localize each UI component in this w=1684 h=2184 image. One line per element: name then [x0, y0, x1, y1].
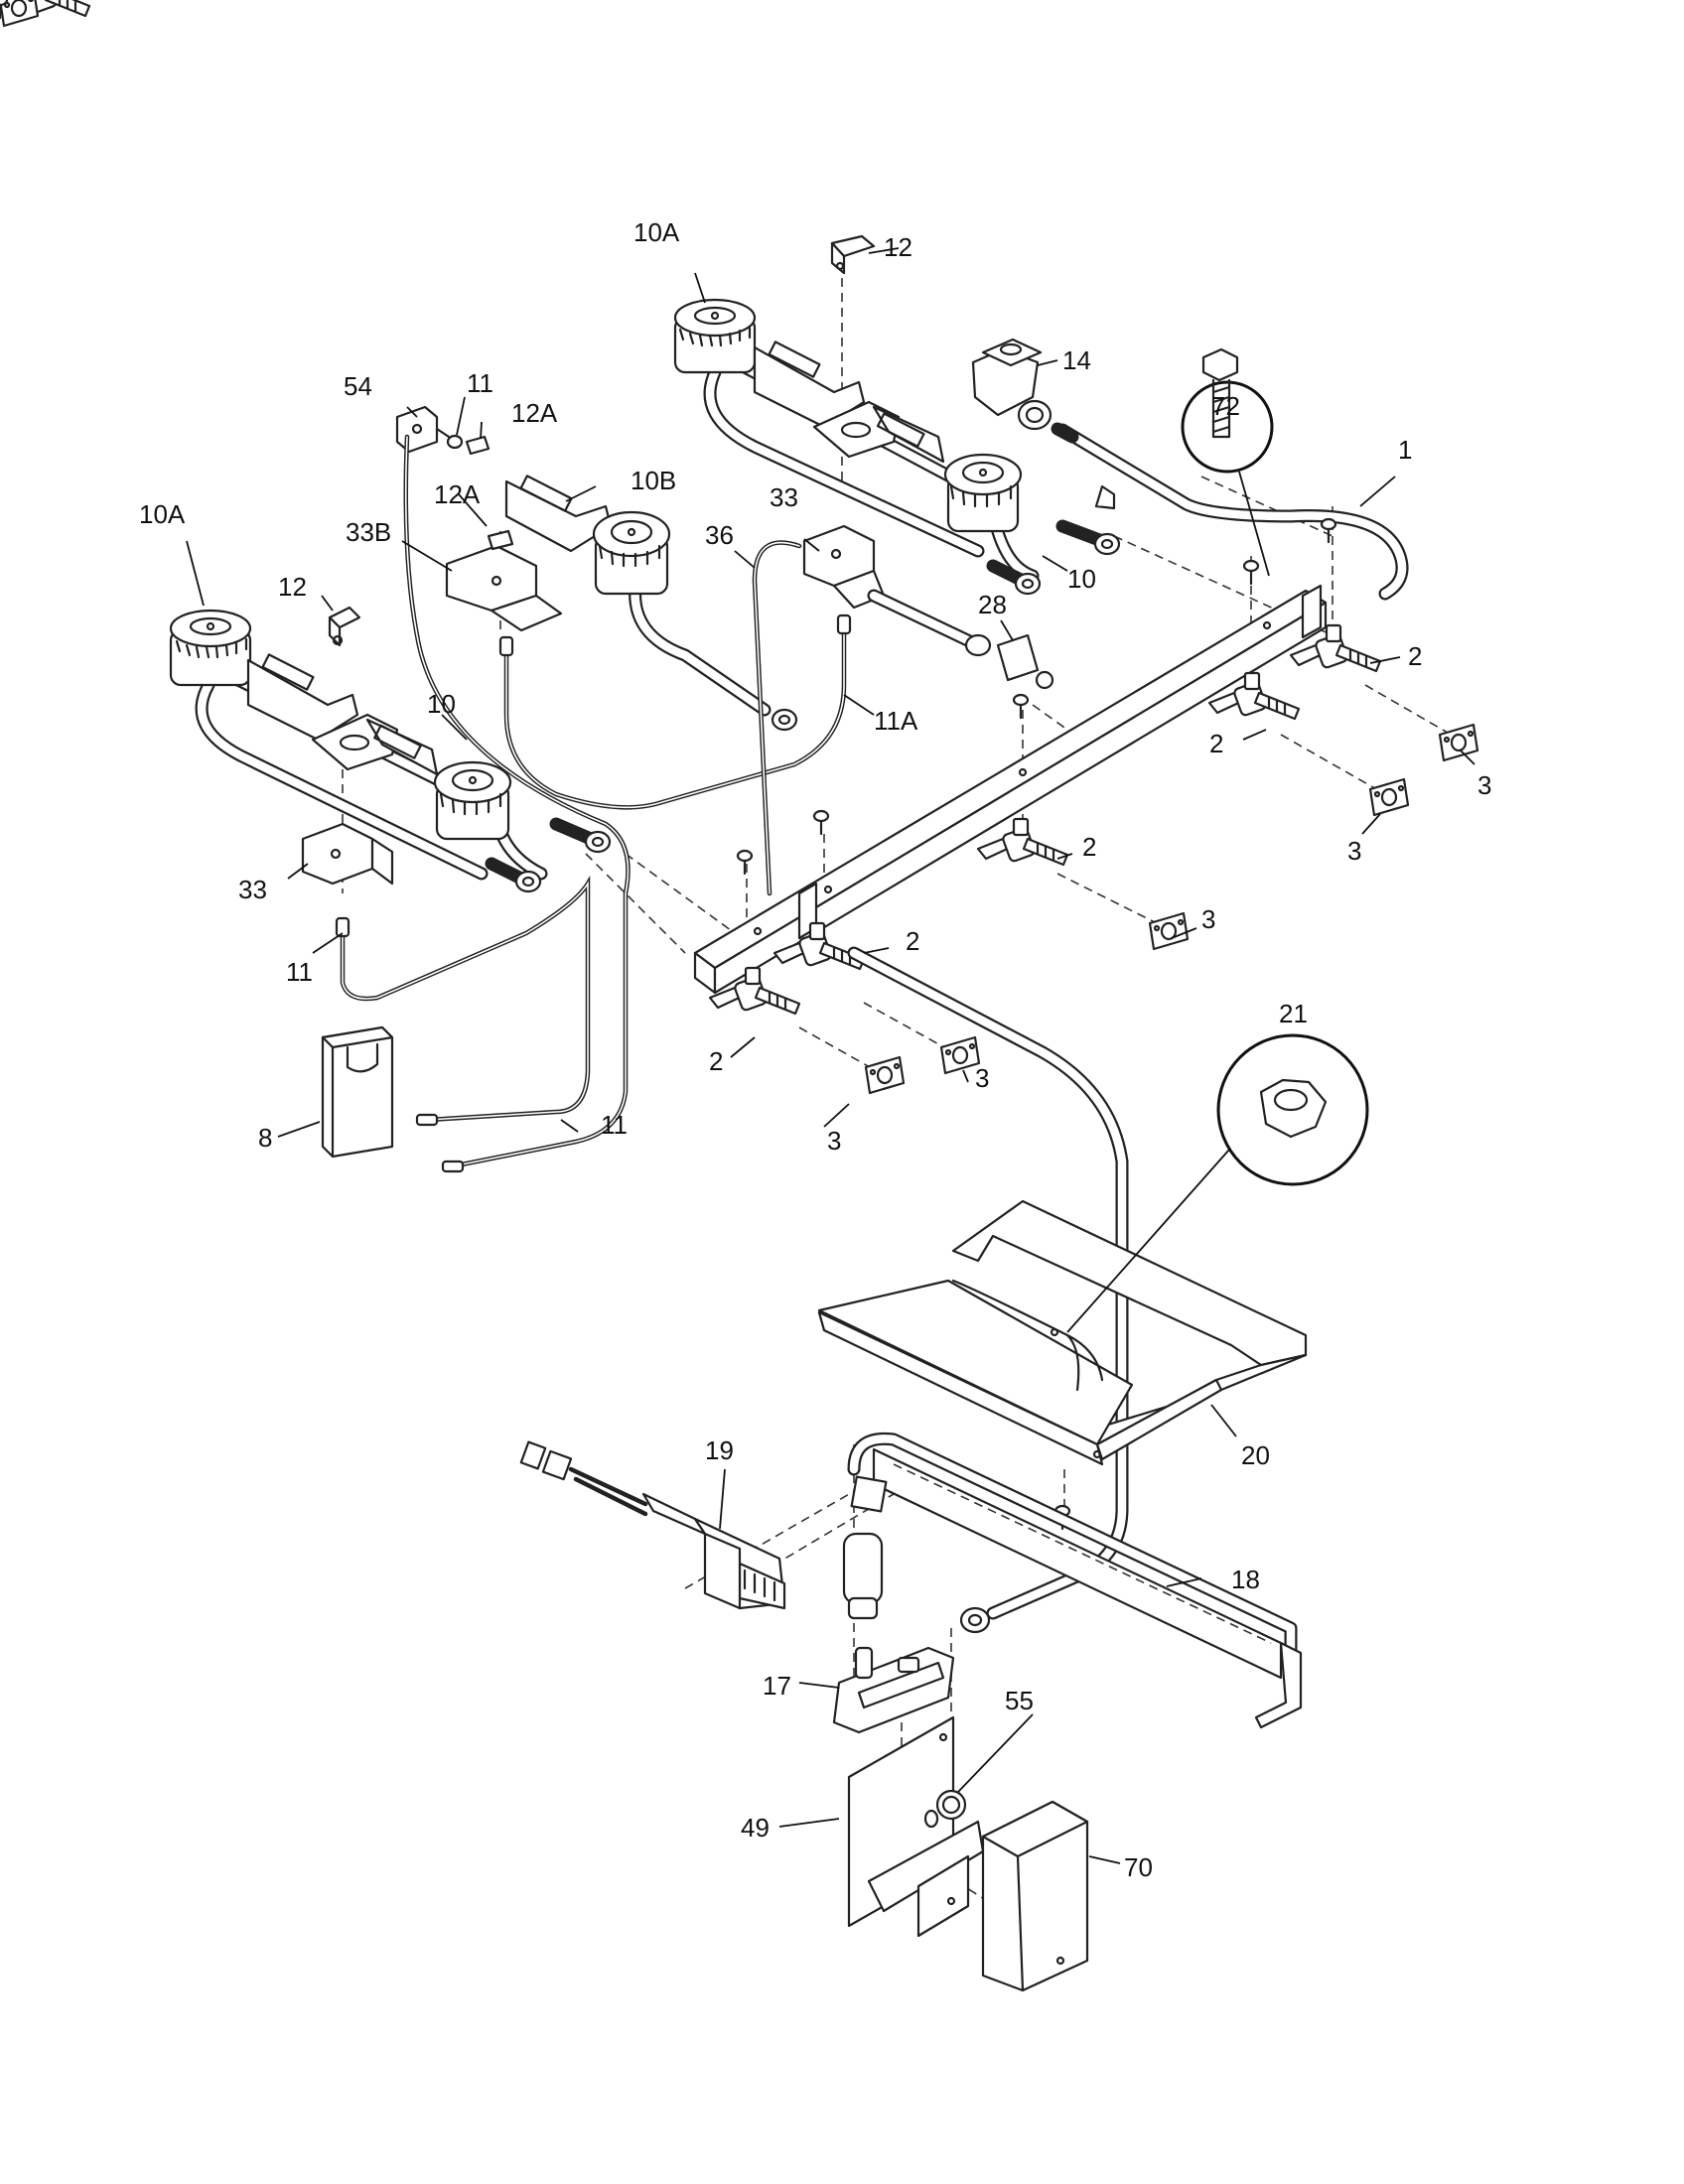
part-number-labels: 1 2 2 2 2 2 3 3 3 3 3 8 10 10 10A 10A 10… [139, 217, 1491, 1882]
label-part-33b: 33B [346, 517, 391, 547]
label-part-3: 3 [975, 1063, 989, 1093]
valve-bracket-and-cover [847, 1715, 1089, 1992]
label-part-55: 55 [1005, 1686, 1034, 1715]
gas-manifold [693, 423, 1409, 995]
burner-valves [0, 0, 1382, 1016]
label-part-12a: 12A [434, 479, 481, 509]
label-part-72: 72 [1211, 391, 1240, 421]
label-part-18: 18 [1231, 1565, 1260, 1594]
label-part-12: 12 [278, 572, 307, 602]
label-part-3: 3 [1201, 904, 1215, 934]
label-part-54: 54 [344, 371, 372, 401]
label-part-14: 14 [1062, 345, 1091, 375]
spark-module [321, 1025, 394, 1159]
middle-burner-10b [504, 475, 798, 732]
oven-baffle [817, 1199, 1308, 1466]
label-part-2: 2 [709, 1046, 723, 1076]
label-part-10a: 10A [633, 217, 680, 247]
label-part-20: 20 [1241, 1440, 1270, 1470]
label-part-8: 8 [258, 1123, 272, 1153]
ignition-wires [335, 434, 852, 1173]
callout-circle-21 [1066, 1033, 1369, 1333]
label-part-12: 12 [884, 232, 912, 262]
label-part-21: 21 [1279, 999, 1308, 1028]
label-part-1: 1 [1398, 435, 1412, 465]
leader-lines [186, 247, 1475, 1864]
label-part-2: 2 [1209, 729, 1223, 758]
label-part-2: 2 [1408, 641, 1422, 671]
label-part-11: 11 [601, 1110, 628, 1140]
label-part-33: 33 [238, 875, 267, 904]
label-part-10: 10 [1067, 564, 1096, 594]
label-part-70: 70 [1124, 1852, 1153, 1882]
top-right-burner-set [673, 298, 1121, 596]
valve-mount-plates [0, 0, 1479, 1095]
label-part-12a: 12A [511, 398, 558, 428]
label-part-11: 11 [467, 368, 493, 398]
callout-circle-72 [1181, 347, 1274, 577]
oven-safety-valve [832, 1646, 955, 1734]
label-part-10b: 10B [631, 466, 676, 495]
label-part-28: 28 [978, 590, 1007, 619]
pressure-regulator [971, 338, 1079, 444]
pipe-fitting-28 [867, 589, 1054, 690]
label-part-2: 2 [906, 926, 919, 956]
label-part-49: 49 [741, 1813, 770, 1843]
label-part-3: 3 [1347, 836, 1361, 866]
label-part-11: 11 [286, 957, 313, 987]
label-part-3: 3 [1477, 770, 1491, 800]
oven-igniter [519, 1440, 786, 1610]
left-burner-set [169, 609, 612, 893]
label-part-19: 19 [705, 1435, 734, 1465]
label-part-33: 33 [770, 482, 798, 512]
oven-burner-tube [842, 1432, 1303, 1729]
label-part-17: 17 [763, 1671, 791, 1701]
label-part-10a: 10A [139, 499, 186, 529]
label-part-2: 2 [1082, 832, 1096, 862]
label-part-11a: 11A [874, 706, 918, 736]
label-part-10: 10 [427, 689, 456, 719]
screws [0, 0, 1337, 1531]
label-part-3: 3 [827, 1126, 841, 1156]
label-part-36: 36 [705, 520, 734, 550]
mounting-brackets [301, 234, 886, 886]
